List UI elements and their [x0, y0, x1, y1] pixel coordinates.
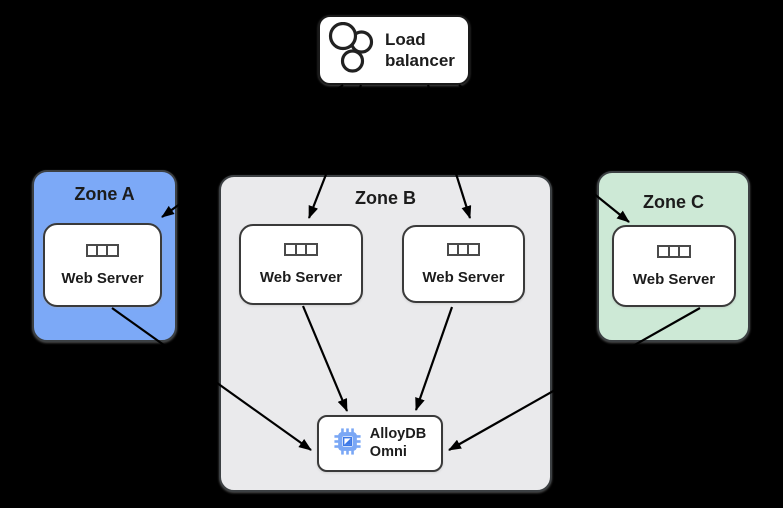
web-server-zone-b-1: Web Server — [239, 224, 363, 305]
web-server-label: Web Server — [259, 269, 343, 286]
alloydb-omni-label: AlloyDB Omni — [369, 425, 427, 460]
server-rack-icon — [85, 243, 120, 257]
server-rack-icon — [284, 243, 318, 256]
zone-c-title: Zone C — [643, 192, 704, 212]
web-server-zone-a: Web Server — [43, 223, 162, 307]
load-balancer-label: Load balancer — [385, 29, 455, 70]
web-server-zone-b-2: Web Server — [402, 225, 525, 303]
server-rack-icon — [657, 244, 691, 258]
web-server-zone-c: Web Server — [612, 225, 736, 307]
web-server-label: Web Server — [61, 269, 144, 287]
server-rack-icon — [446, 242, 481, 256]
zone-b-title: Zone B — [355, 188, 416, 208]
web-server-label: Web Server — [632, 270, 716, 288]
load-balancer-circles-icon — [328, 21, 374, 79]
alloydb-chip-icon — [334, 427, 361, 460]
load-balancer-node: Load balancer — [318, 15, 470, 85]
zone-a-title: Zone A — [74, 184, 135, 204]
alloydb-omni-node: AlloyDB Omni — [317, 415, 443, 472]
web-server-label: Web Server — [422, 268, 505, 286]
